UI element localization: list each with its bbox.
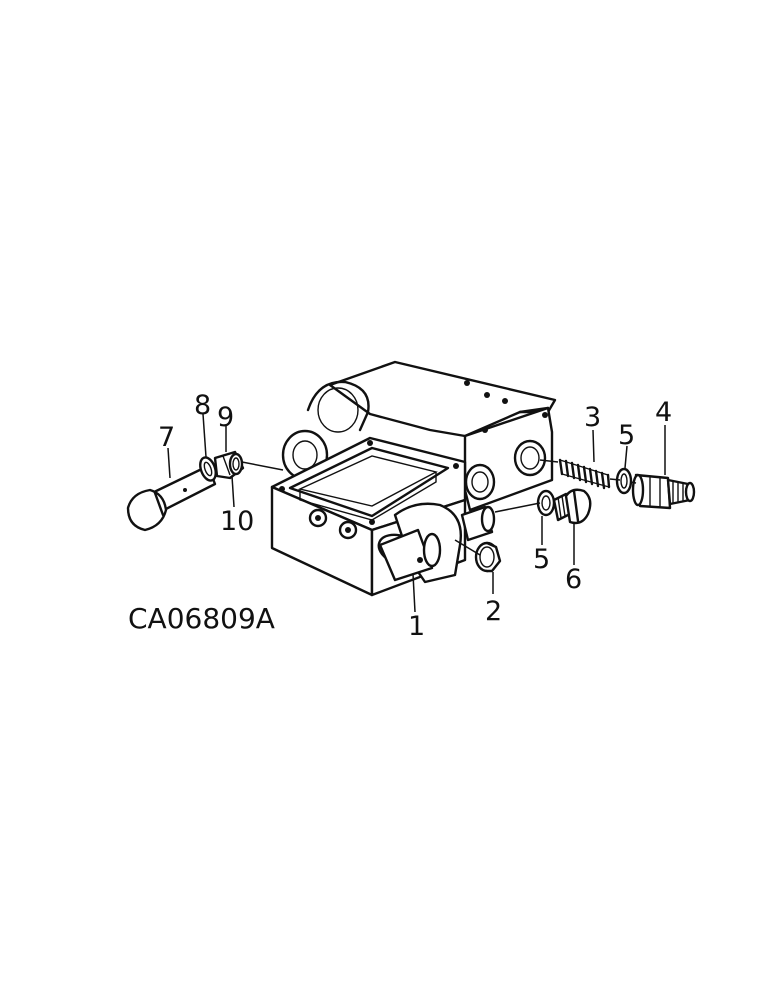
part-7-bolt bbox=[126, 464, 217, 532]
callout-9: 9 bbox=[217, 402, 234, 433]
part-3-spring bbox=[558, 458, 611, 490]
part-10-ring bbox=[228, 452, 244, 476]
callout-1: 1 bbox=[408, 611, 425, 642]
callout-4: 4 bbox=[655, 397, 672, 428]
part-2-plug bbox=[474, 541, 502, 573]
callout-6: 6 bbox=[565, 564, 582, 595]
callout-3: 3 bbox=[584, 402, 601, 433]
callout-7: 7 bbox=[158, 422, 175, 453]
figure-code: CA06809A bbox=[128, 602, 275, 635]
part-6-plug-bolt bbox=[552, 488, 592, 525]
assembly-lines bbox=[241, 459, 637, 556]
callout-2: 2 bbox=[485, 596, 502, 627]
part-8-washer bbox=[199, 456, 217, 482]
callout-8: 8 bbox=[194, 390, 211, 421]
leader-lines bbox=[167, 413, 666, 613]
part-5-washer-lower bbox=[536, 489, 556, 517]
part-4-fitting bbox=[631, 473, 696, 510]
callout-10: 10 bbox=[220, 506, 254, 537]
valve-body bbox=[270, 360, 557, 597]
part-5-washer-upper bbox=[615, 467, 633, 495]
callout-5-upper: 5 bbox=[618, 420, 635, 451]
callout-5-lower: 5 bbox=[533, 544, 550, 575]
